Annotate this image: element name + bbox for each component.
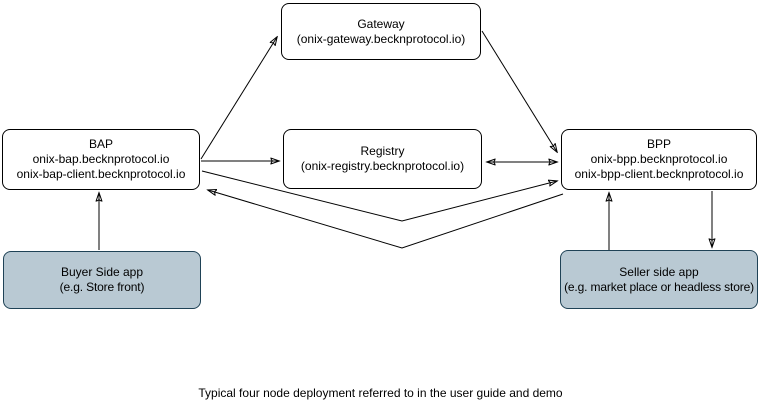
node-bpp: BPP onix-bpp.becknprotocol.io onix-bpp-c… xyxy=(561,129,757,190)
edge-bap-to-gateway xyxy=(200,37,277,160)
bpp-client-domain: onix-bpp-client.becknprotocol.io xyxy=(574,167,744,181)
registry-title: Registry xyxy=(360,144,405,158)
node-seller-side-app: Seller side app (e.g. market place or he… xyxy=(560,250,758,309)
node-gateway: Gateway (onix-gateway.becknprotocol.io) xyxy=(281,3,481,60)
buyer-app-example: (e.g. Store front) xyxy=(59,280,145,294)
seller-app-title: Seller side app xyxy=(619,264,699,279)
gateway-title: Gateway xyxy=(357,16,405,31)
node-buyer-side-app: Buyer Side app (e.g. Store front) xyxy=(3,251,201,309)
edge-bpp-to-bap xyxy=(208,190,564,249)
diagram-caption: Typical four node deployment referred to… xyxy=(198,386,563,400)
seller-app-example: (e.g. market place or headless store) xyxy=(564,279,754,294)
node-registry: Registry (onix-registry.becknprotocol.io… xyxy=(283,129,482,189)
bap-title: BAP xyxy=(88,137,113,151)
bap-client-domain: onix-bap-client.becknprotocol.io xyxy=(16,167,186,181)
edge-gateway-to-bpp xyxy=(481,30,557,152)
gateway-domain: (onix-gateway.becknprotocol.io) xyxy=(296,31,466,46)
buyer-app-title: Buyer Side app xyxy=(60,265,144,279)
registry-domain: (onix-registry.becknprotocol.io) xyxy=(300,159,465,173)
bpp-domain: onix-bpp.becknprotocol.io xyxy=(590,152,728,166)
node-bap: BAP onix-bap.becknprotocol.io onix-bap-c… xyxy=(2,129,200,190)
bpp-title: BPP xyxy=(646,137,671,151)
bap-domain: onix-bap.becknprotocol.io xyxy=(32,152,170,166)
